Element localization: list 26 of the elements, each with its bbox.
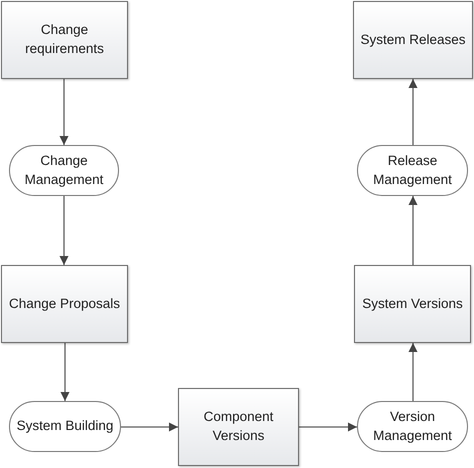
node-label: Version Management xyxy=(372,408,453,445)
activity-pill xyxy=(9,145,119,196)
node-label: System Building xyxy=(16,417,114,436)
activity-pill xyxy=(9,401,121,452)
activity-pill xyxy=(357,401,468,452)
arrow xyxy=(60,196,68,265)
arrow xyxy=(408,79,418,145)
node-label: Change requirements xyxy=(24,21,105,58)
process-box xyxy=(353,1,473,79)
process-box xyxy=(1,265,128,343)
arrow xyxy=(60,343,70,401)
node-label: Component Versions xyxy=(202,408,274,445)
node-label: Change Proposals xyxy=(8,294,122,313)
process-box xyxy=(178,388,299,466)
process-box xyxy=(1,1,128,79)
node-label: Release Management xyxy=(372,152,453,189)
arrow xyxy=(408,343,418,401)
activity-pill xyxy=(357,145,468,196)
arrow xyxy=(299,422,357,432)
arrow xyxy=(408,196,418,265)
process-box xyxy=(354,265,471,343)
arrow xyxy=(60,79,68,145)
node-label: System Releases xyxy=(359,30,467,49)
node-label: System Versions xyxy=(361,294,464,313)
arrow xyxy=(121,422,178,432)
node-label: Change Management xyxy=(24,152,104,189)
